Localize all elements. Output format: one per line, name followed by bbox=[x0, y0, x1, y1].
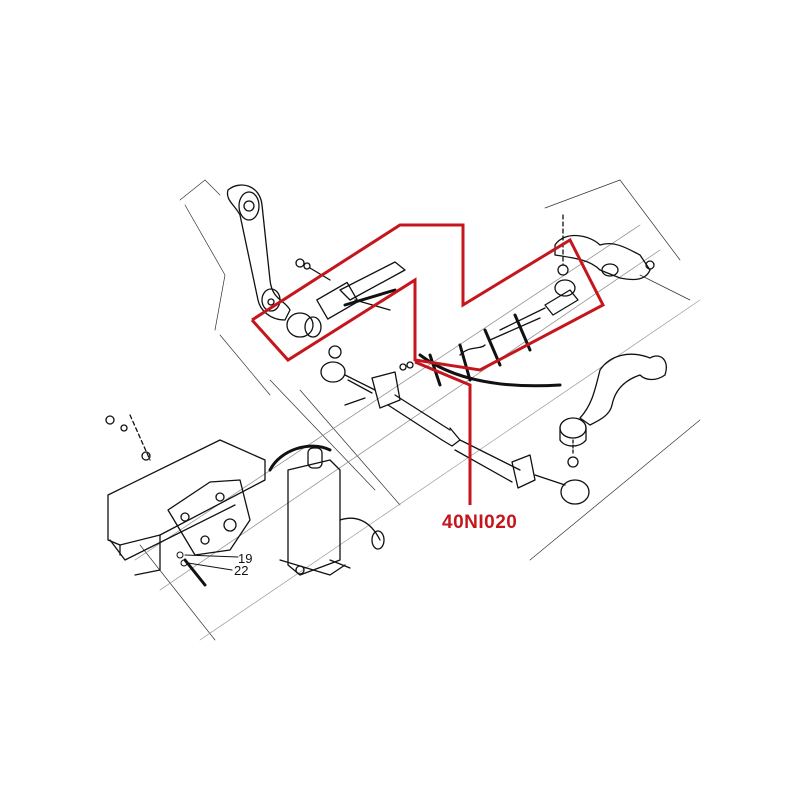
frame-rail bbox=[107, 439, 266, 576]
tie-rod-end-right-upper bbox=[459, 264, 579, 356]
part-number-label: 40NI020 bbox=[442, 512, 518, 533]
idler-arm bbox=[559, 353, 667, 505]
steering-gearbox bbox=[279, 447, 385, 576]
callout-number-19: 19 bbox=[238, 551, 253, 566]
tie-rod-end-left bbox=[320, 345, 376, 394]
highlight-outline bbox=[250, 223, 606, 505]
callout-number-22: 22 bbox=[234, 563, 249, 578]
pitman-arm bbox=[226, 184, 291, 321]
tie-rod-sleeve bbox=[344, 361, 566, 489]
callout-leaders bbox=[176, 551, 239, 571]
idler-arm-bracket bbox=[554, 214, 655, 281]
